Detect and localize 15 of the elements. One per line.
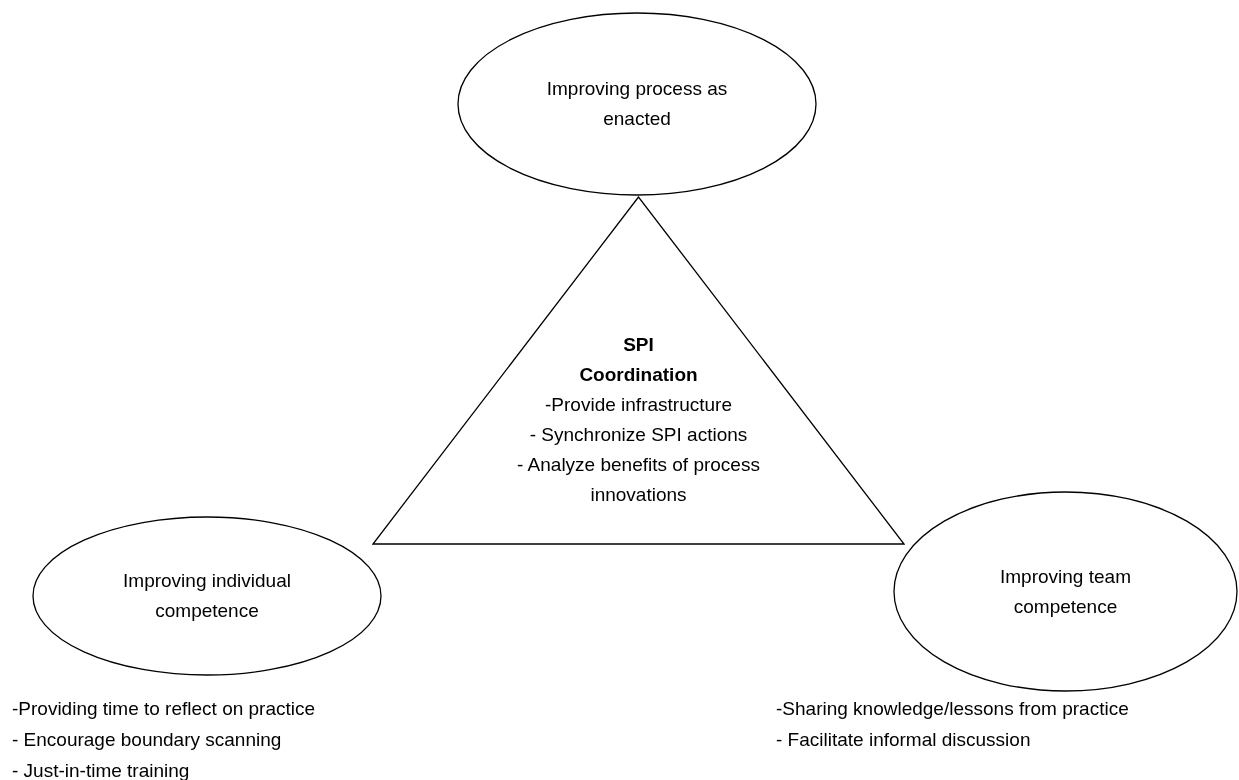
ellipse-node [457,12,817,196]
bullet-text: -Providing time to reflect on practice [12,697,316,721]
bullet-text: - Encourage boundary scanning [12,728,283,752]
ellipse-node [893,491,1238,692]
bullet-text: - Synchronize SPI actions [529,423,748,447]
triangle-node [372,196,905,545]
node-label: Improving process as enacted [545,77,729,131]
bullet-text: - Facilitate informal discussion [776,728,1032,752]
node-label: Improving individual competence [122,569,292,623]
bullet-text: - Analyze benefits of process innovations [516,453,761,507]
heading-text: SPI Coordination [578,333,699,387]
bullet-text: -Sharing knowledge/lessons from practice [776,697,1129,721]
bullet-text: -Provide infrastructure [545,393,732,417]
node-label: Improving team competence [999,564,1132,619]
ellipse-node [32,516,382,676]
